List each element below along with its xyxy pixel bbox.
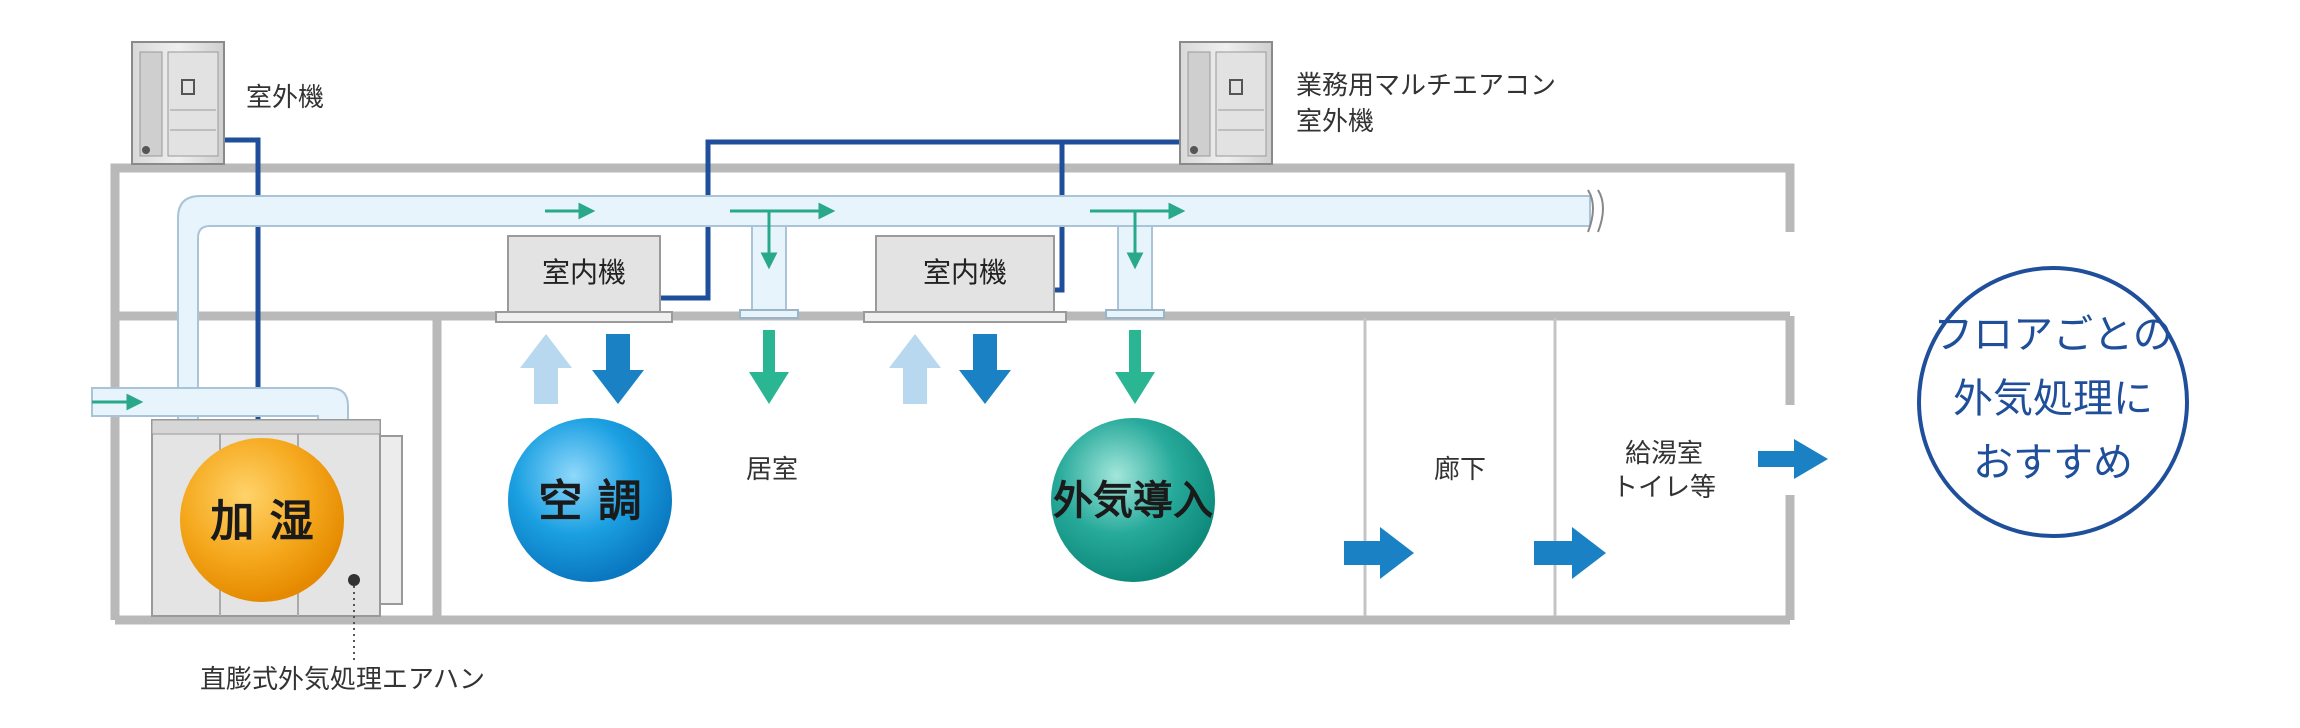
diffuser-1	[739, 309, 799, 319]
oa-arrow-2	[1115, 330, 1155, 404]
flow-arrow-room-to-corridor	[1344, 527, 1414, 579]
sphere-outside-air-label: 外気導入	[1053, 478, 1213, 524]
label-ahu: 直膨式外気処理エアハン	[200, 665, 485, 695]
badge-line2: 外気処理に	[1953, 376, 2153, 422]
label-multi-outdoor-line2: 室外機	[1296, 107, 1374, 137]
sphere-humidify	[180, 438, 344, 602]
label-outdoor-unit: 室外機	[246, 83, 324, 113]
label-indoor-unit-2: 室内機	[923, 256, 1007, 289]
return-arrow-2	[889, 334, 941, 404]
label-toilet: トイレ等	[1612, 473, 1716, 503]
sphere-humidify-label: 加 湿	[210, 496, 313, 547]
label-room: 居室	[746, 455, 798, 485]
duct-flow-arrows	[92, 202, 1186, 411]
label-kitchenette: 給湯室	[1625, 439, 1703, 469]
oa-arrow-1	[749, 330, 789, 404]
outdoor-unit-multi	[1179, 41, 1273, 165]
ahu-indicator	[348, 574, 360, 586]
transfer-flow-arrows	[1344, 439, 1828, 579]
pipe-outdoor-to-ahu	[222, 137, 261, 420]
indoor-airflow-arrows	[520, 330, 1155, 404]
room-partitions	[1363, 318, 1557, 616]
label-multi-outdoor-line1: 業務用マルチエアコン	[1296, 71, 1556, 101]
outdoor-unit-left	[131, 41, 225, 165]
cool-arrow-2	[959, 334, 1011, 404]
label-indoor-unit-1: 室内機	[542, 256, 626, 289]
cool-arrow-1	[592, 334, 644, 404]
supply-duct	[91, 189, 1604, 421]
flow-arrow-exhaust	[1758, 439, 1828, 479]
badge-line3: おすすめ	[1973, 440, 2133, 486]
sphere-aircon	[508, 418, 672, 582]
return-arrow-1	[520, 334, 572, 404]
sphere-aircon-label: 空 調	[538, 476, 641, 527]
badge-line1: フロアごとの	[1933, 312, 2173, 358]
label-corridor: 廊下	[1434, 455, 1486, 485]
sphere-outside-air	[1051, 418, 1215, 582]
diffuser-2	[1105, 309, 1165, 319]
recommend-badge	[1917, 266, 2189, 538]
flow-arrow-corridor-to-toilet	[1534, 527, 1606, 579]
duct-break-mark	[1587, 189, 1604, 233]
indoor-unit-2	[863, 235, 1067, 323]
indoor-unit-1	[495, 235, 673, 323]
